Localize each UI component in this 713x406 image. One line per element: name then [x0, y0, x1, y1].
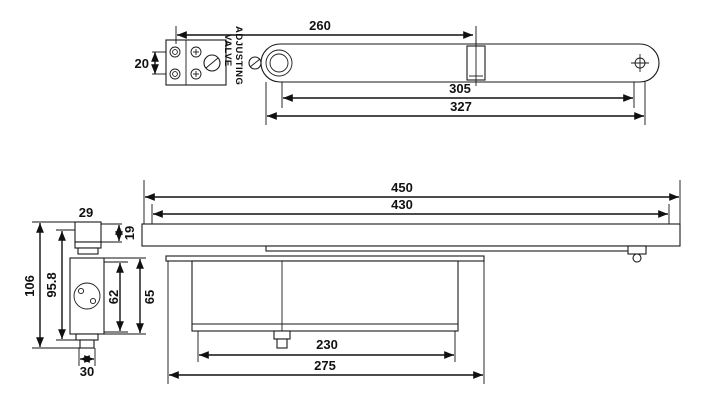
closer-body-plate — [165, 255, 485, 262]
side-view: 29 19 106 95.8 62 65 — [22, 205, 157, 379]
dim-430: 430 — [391, 197, 413, 212]
screw-hole-icon — [169, 68, 181, 80]
spindle-icon — [73, 282, 101, 310]
dim-29: 29 — [79, 205, 93, 220]
slider-block — [265, 245, 647, 252]
side-rail-block — [74, 221, 102, 243]
dim-260: 260 — [309, 18, 331, 33]
dim-95-8: 95.8 — [44, 272, 59, 297]
dim-450: 450 — [391, 180, 413, 195]
dim-230: 230 — [316, 337, 338, 352]
arm-body — [260, 43, 660, 83]
dim-30: 30 — [80, 364, 94, 379]
dim-65: 65 — [142, 290, 157, 304]
valve-label-line2: VALVE — [222, 34, 233, 67]
valve-label-line1: ADJUSTING — [233, 26, 244, 85]
closer-spindle — [273, 330, 291, 340]
dim-62: 62 — [106, 290, 121, 304]
dim-19: 19 — [122, 226, 137, 240]
dim-305: 305 — [449, 81, 471, 96]
dim-327: 327 — [450, 99, 472, 114]
front-view: 450 430 230 275 — [141, 180, 681, 384]
side-body — [69, 257, 105, 335]
screw-hole-icon — [190, 68, 202, 80]
screw-hole-icon — [190, 46, 202, 58]
dim-20: 20 — [135, 56, 149, 71]
closer-body — [191, 260, 459, 332]
slide-rail — [141, 223, 681, 247]
dim-275: 275 — [314, 358, 336, 373]
top-view: ADJUSTING VALVE 20 260 305 — [135, 18, 660, 125]
dim-106: 106 — [22, 275, 37, 297]
screw-hole-icon — [169, 46, 181, 58]
